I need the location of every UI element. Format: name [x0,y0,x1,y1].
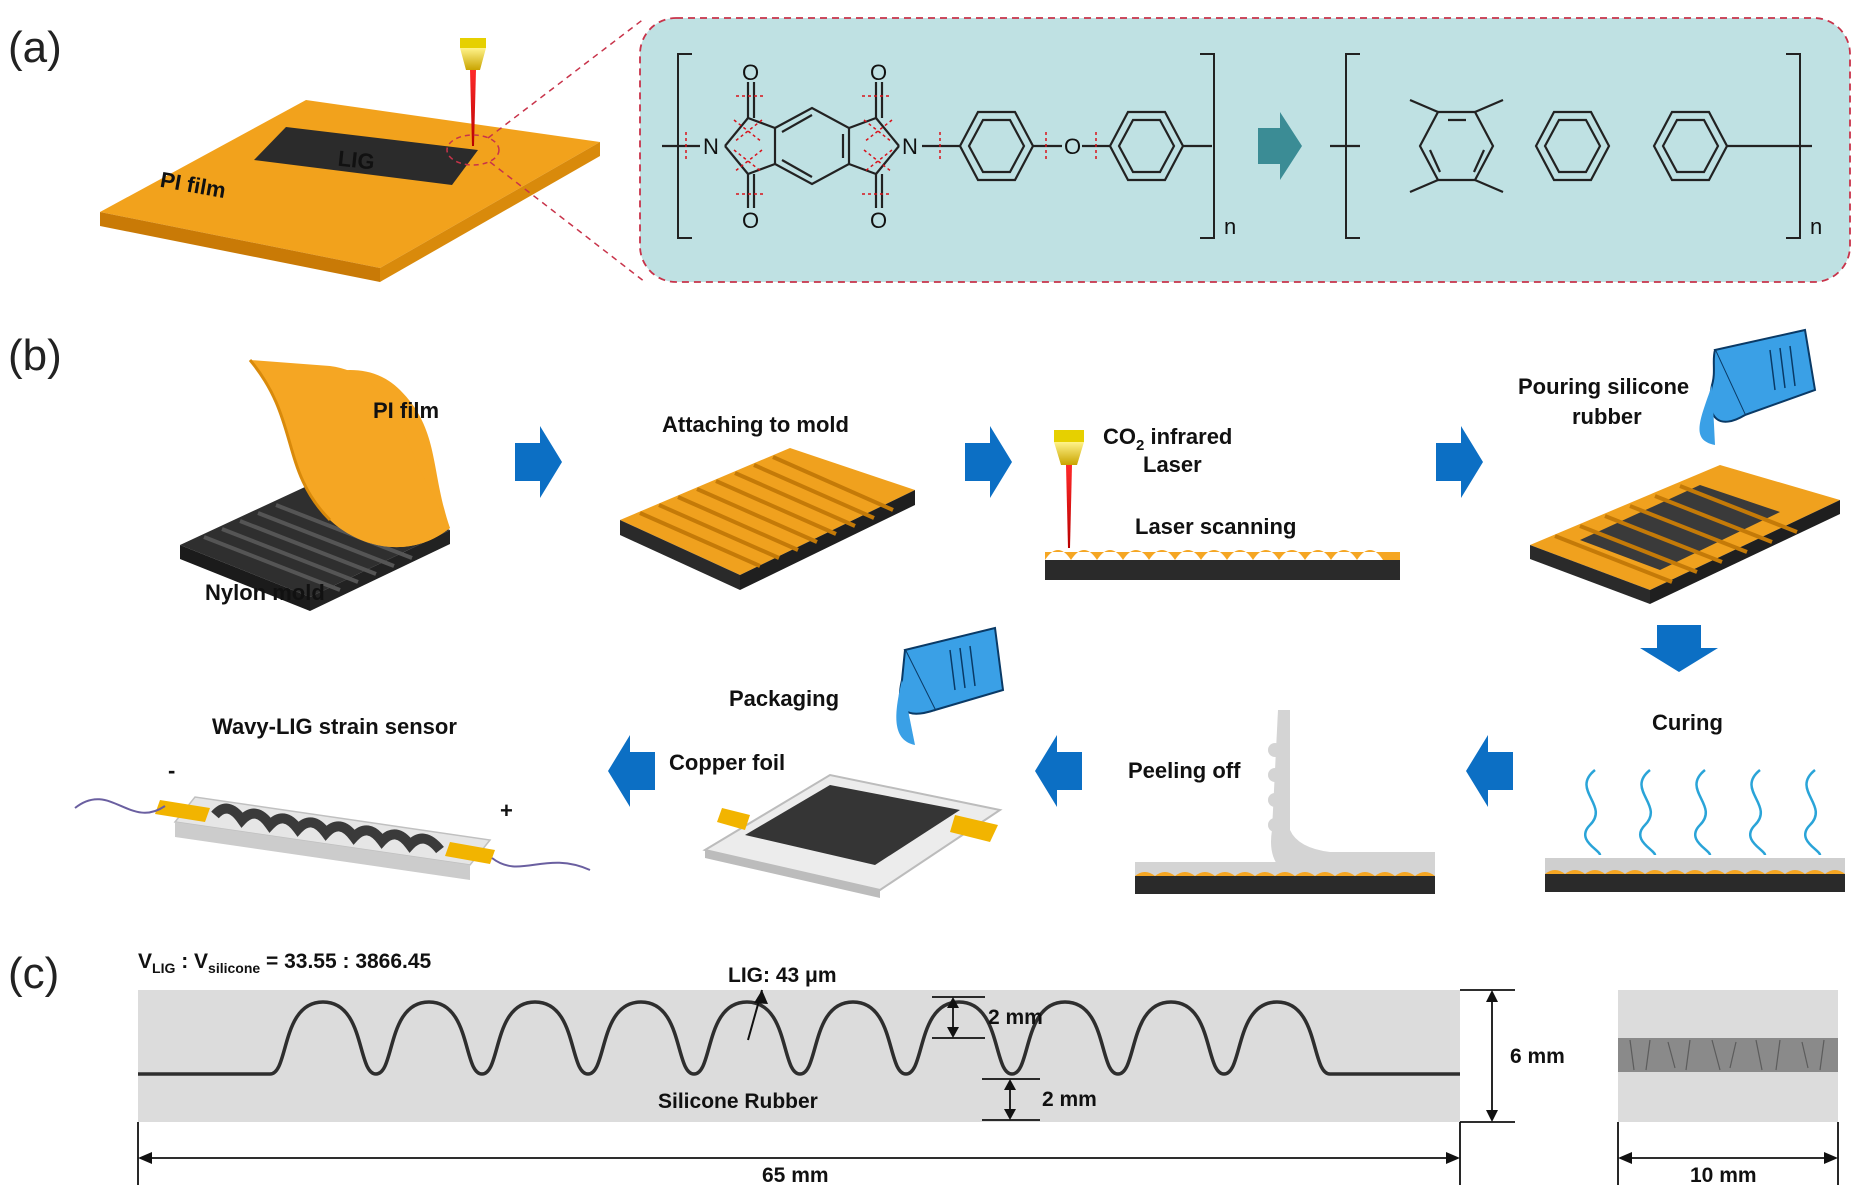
length-label: 65 mm [762,1164,829,1187]
heat-wave-icon [1584,769,1822,856]
atom-o-3: O [870,60,887,85]
silicone-rubber-label: Silicone Rubber [658,1090,818,1113]
lig-label: LIG [337,146,376,175]
chemistry-box: n [639,17,1851,283]
copper-foil-label: Copper foil [669,750,785,775]
lig-cross-section [1618,1038,1838,1072]
curing-label: Curing [1652,710,1723,735]
lig-thickness-label: LIG: 43 μm [728,964,837,987]
panel-c-letter: (c) [8,949,59,998]
panel-b: (b) PI film Nylon mold Att [8,328,1845,898]
step-pouring: Pouring silicone rubber [1518,328,1840,604]
attaching-label: Attaching to mold [662,412,849,437]
nylon-mold-label: Nylon mold [205,580,325,605]
laser-line1: CO2 infrared [1103,424,1232,454]
panel-b-letter: (b) [8,331,62,380]
step-pi-film-nylon-mold: PI film Nylon mold [180,359,450,611]
pouring-line2: rubber [1572,404,1642,429]
height-label: 6 mm [1510,1045,1565,1068]
repeat-n-left: n [1224,214,1236,239]
zoom-circle [446,134,500,166]
beaker-icon [1699,328,1817,445]
panel-a: (a) LIG PI film n [8,17,1851,283]
step-packaging: Packaging Copper foil [669,626,1005,898]
atom-o-2: O [742,208,759,233]
pouring-line1: Pouring silicone [1518,374,1689,399]
beaker-icon-2 [896,626,1005,745]
laser-line2: Laser [1143,452,1202,477]
positive-terminal: + [500,798,513,823]
laser-scanning-label: Laser scanning [1135,514,1296,539]
repeat-n-right: n [1810,214,1822,239]
amplitude-top-label: 2 mm [988,1006,1043,1029]
packaging-label: Packaging [729,686,839,711]
flow-arrow-3 [1436,426,1483,498]
flow-arrow-2 [965,426,1012,498]
lig-region [254,127,478,185]
flow-arrow-5 [1035,735,1082,807]
step-attaching: Attaching to mold [620,412,915,590]
volume-ratio: VLIG : Vsilicone = 33.55 : 3866.45 [138,950,432,976]
flow-arrow-4 [1466,735,1513,807]
atom-n-1: N [703,134,719,159]
lig-texture [1629,1039,1825,1071]
reaction-arrow [1258,112,1302,180]
panel-a-letter: (a) [8,23,62,72]
atom-o-4: O [870,208,887,233]
step-curing: Curing [1545,710,1845,892]
flow-arrow-1 [515,426,562,498]
step-laser-scanning: CO2 infrared Laser Laser scanning [1045,424,1400,580]
laser-head [446,17,646,283]
width-label: 10 mm [1690,1164,1757,1187]
atom-o-1: O [742,60,759,85]
pi-film-plate: LIG PI film [100,100,600,282]
pi-film-step-label: PI film [373,398,439,423]
step-sensor: Wavy-LIG strain sensor - + [74,714,591,880]
graphene-product-structure [1330,98,1812,194]
polyimide-structure [662,82,1212,208]
bond-cleavage-marks [685,95,1097,195]
silicone-block-side [138,990,1460,1122]
peeling-label: Peeling off [1128,758,1241,783]
flow-arrow-6 [608,735,655,807]
atom-o-ether: O [1064,134,1081,159]
sensor-label: Wavy-LIG strain sensor [212,714,457,739]
atom-n-2: N [902,134,918,159]
panel-c: (c) VLIG : Vsilicone = 33.55 : 3866.45 L… [8,949,1839,1187]
flow-arrow-down [1640,625,1718,672]
negative-terminal: - [168,758,175,783]
lig-wave [138,1000,1460,1076]
amplitude-bottom-label: 2 mm [1042,1088,1097,1111]
step-peeling: Peeling off [1128,710,1435,894]
